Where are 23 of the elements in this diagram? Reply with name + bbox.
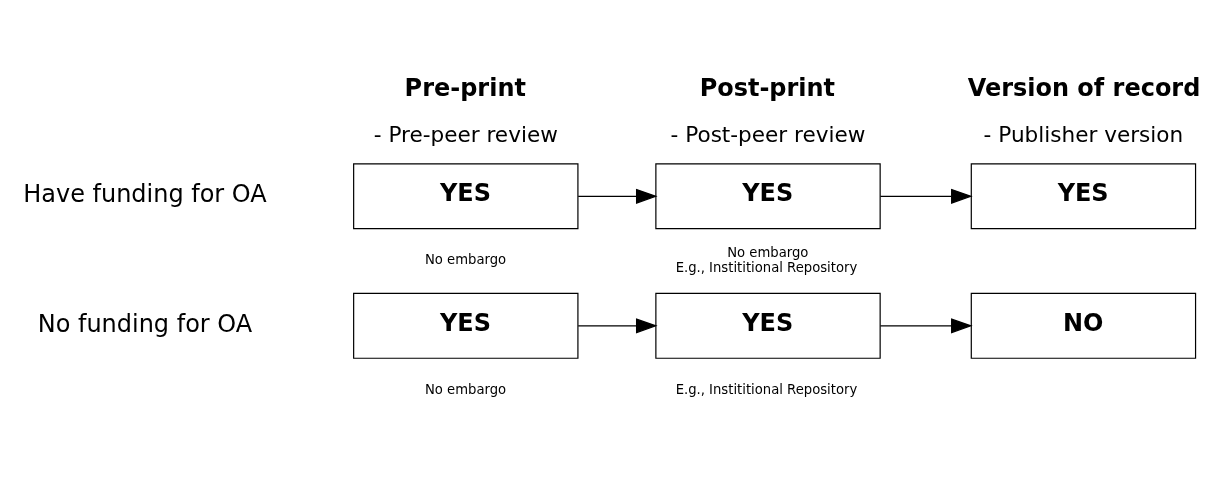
label: Post-print [699,73,836,102]
node-box: YES [655,292,881,359]
node-box: YES [970,163,1197,230]
arrow [577,318,658,334]
label: No funding for OA [37,309,253,338]
node-label: E.g., Instititional Repository [675,381,858,397]
arrow [879,188,973,204]
label: - Publisher version [983,121,1184,147]
label: Have funding for OA [23,180,267,209]
node-box: YES [655,163,881,230]
node-box: YES [353,292,579,359]
label: - Pre-peer review [373,121,558,147]
arrow [577,188,658,204]
node-label: No embargo [727,245,809,261]
node-label: E.g., Instititional Repository [675,259,858,275]
node-box: NO [970,292,1197,359]
arrow [879,318,973,334]
node-box: YES [353,163,579,230]
label: Version of record [967,73,1201,102]
node-label: No embargo [425,252,507,268]
label: Pre-print [404,73,526,102]
label: - Post-peer review [670,121,866,147]
node-label: No embargo [425,381,507,397]
